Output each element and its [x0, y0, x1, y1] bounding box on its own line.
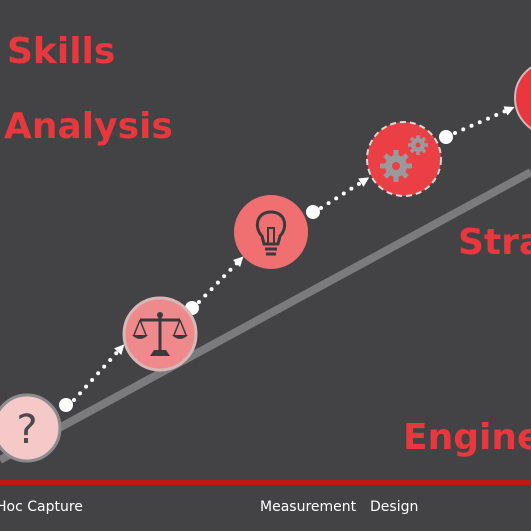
lightbulb-node	[234, 195, 308, 269]
top-node	[514, 66, 531, 130]
arrow-4-start-dot	[439, 130, 453, 144]
arrow-3	[319, 177, 370, 210]
progress-arrows	[59, 106, 515, 412]
arrow-4	[453, 106, 515, 135]
label-analysis: Analysis	[4, 106, 173, 147]
scale-node	[122, 296, 198, 372]
gears-node	[366, 121, 442, 197]
baseline	[0, 480, 531, 485]
trend-line	[0, 168, 531, 464]
axis-label-stage-3: Design	[370, 499, 419, 515]
axis-label-stage-1: Hoc Capture	[0, 499, 83, 515]
arrow-1	[72, 344, 125, 402]
question-mark-icon: ?	[16, 407, 37, 453]
arrow-1-start-dot	[59, 398, 73, 412]
arrow-2	[197, 256, 244, 304]
axis-label-stage-2: Measurement	[260, 499, 357, 515]
label-strategy: Stra	[458, 222, 531, 263]
question-node: ?	[0, 393, 62, 463]
gears-icon	[380, 135, 428, 182]
arrow-3-start-dot	[306, 205, 320, 219]
label-engine: Engine	[403, 417, 531, 458]
balance-scale-icon	[132, 312, 188, 356]
lightbulb-icon	[255, 210, 287, 256]
label-skills: Skills	[7, 31, 116, 72]
